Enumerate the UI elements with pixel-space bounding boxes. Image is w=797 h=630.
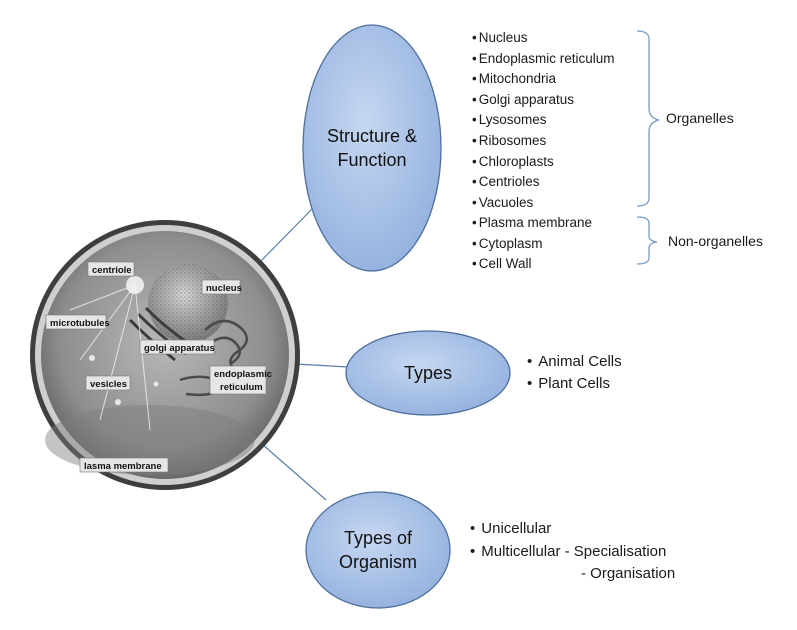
list-item: Cytoplasm	[472, 234, 592, 255]
bullet: •	[470, 520, 476, 537]
organism-item-text: Unicellular	[481, 520, 552, 537]
label-golgi: golgi apparatus	[144, 343, 215, 354]
non-organelles-brace	[636, 216, 658, 265]
node-structure-function[interactable]	[302, 24, 442, 272]
non-organelles-brace-label: Non-organelles	[668, 233, 763, 249]
non-organelles-list: Plasma membrane Cytoplasm Cell Wall	[472, 213, 592, 275]
structure-label-line1: Structure &	[326, 126, 418, 146]
label-microtubules: microtubules	[50, 318, 110, 329]
connector-types	[295, 363, 349, 368]
nucleus-texture	[149, 264, 227, 342]
organelles-brace-label: Organelles	[666, 110, 734, 126]
node-structure-label: Structure & Function	[303, 124, 441, 172]
types-list: Animal Cells Plant Cells	[527, 351, 622, 395]
bullet: •	[470, 543, 476, 560]
label-centriole: centriole	[92, 265, 132, 276]
label-plasma-membrane: lasma membrane	[84, 461, 162, 472]
list-item: Nucleus	[472, 28, 615, 49]
organism-item-unicellular: • Unicellular	[470, 518, 551, 540]
list-item: Ribosomes	[472, 131, 615, 152]
cell-illustration: centriole nucleus microtubules golgi app…	[30, 220, 300, 490]
list-item: Golgi apparatus	[472, 90, 615, 111]
node-types-label: Types	[346, 361, 510, 385]
organism-item-text: Multicellular - Specialisation	[481, 543, 667, 560]
list-item: Cell Wall	[472, 254, 592, 275]
label-nucleus: nucleus	[206, 283, 242, 294]
list-item: Plasma membrane	[472, 213, 592, 234]
list-item: Mitochondria	[472, 69, 615, 90]
label-vesicles: vesicles	[90, 379, 127, 390]
list-item: Lysosomes	[472, 110, 615, 131]
structure-label-line2: Function	[337, 150, 407, 170]
organelles-brace	[636, 30, 660, 207]
organism-label-line1: Types of	[343, 528, 413, 548]
list-item: Vacuoles	[472, 193, 615, 214]
list-item: Endoplasmic reticulum	[472, 49, 615, 70]
label-er-line2: reticulum	[220, 382, 263, 393]
organism-item-multicellular: • Multicellular - Specialisation	[470, 541, 666, 563]
cell-shading	[45, 405, 255, 475]
organism-label-line2: Organism	[338, 552, 418, 572]
types-label-line1: Types	[403, 363, 453, 383]
connector-organism	[261, 443, 327, 501]
list-item: Centrioles	[472, 172, 615, 193]
organism-item-continuation: - Organisation	[581, 565, 676, 582]
connector-structure	[257, 204, 317, 265]
organelles-list: Nucleus Endoplasmic reticulum Mitochondr…	[472, 28, 615, 213]
label-er-line1: endoplasmic	[214, 369, 272, 380]
list-item: Chloroplasts	[472, 152, 615, 173]
node-types[interactable]	[345, 330, 511, 416]
list-item: Plant Cells	[527, 373, 622, 395]
node-organism-label: Types of Organism	[306, 526, 450, 574]
list-item: Animal Cells	[527, 351, 621, 373]
node-types-of-organism[interactable]	[305, 491, 451, 609]
